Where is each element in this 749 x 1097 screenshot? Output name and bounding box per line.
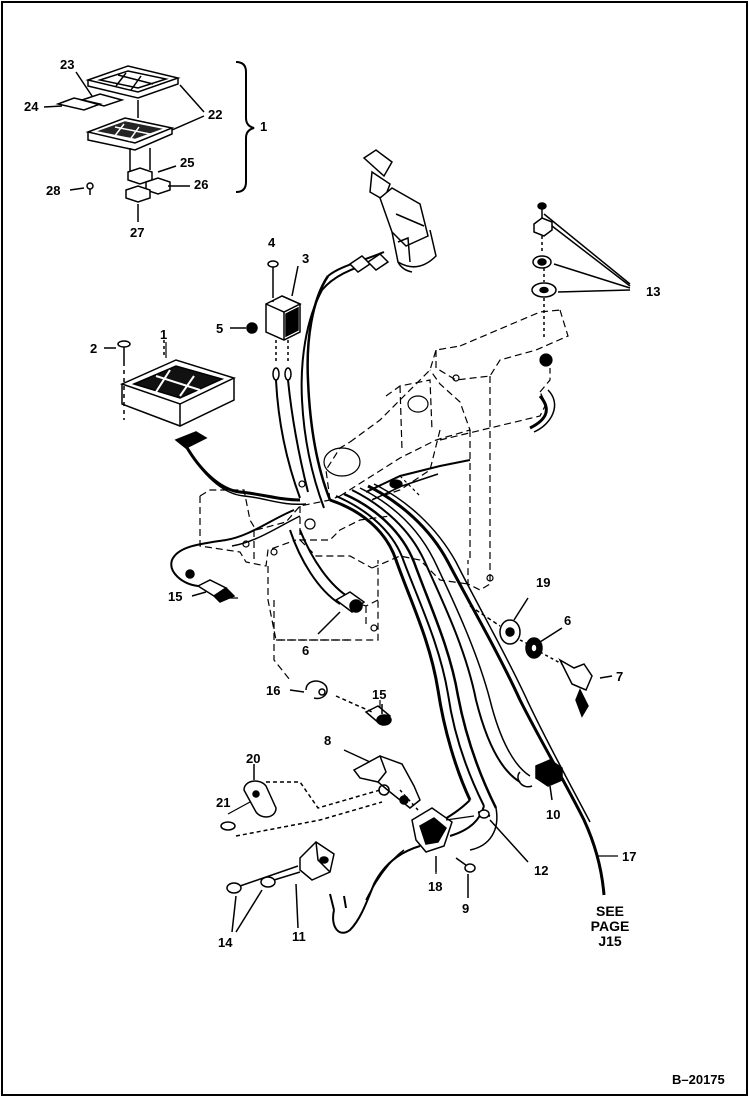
clip-and-bulb: [289, 680, 392, 726]
callout-8: 8: [324, 733, 332, 748]
switch-bracket-11: [226, 841, 335, 933]
washer-stack: [531, 202, 631, 340]
callout-16: 16: [266, 683, 281, 698]
key-switch-hardware: [469, 597, 613, 718]
relay-assembly: [230, 260, 309, 499]
key-switch-left: [317, 591, 366, 635]
callout-1-inset: 1: [260, 119, 268, 134]
connector-10: [517, 759, 563, 801]
callout-6-right: 6: [564, 613, 572, 628]
switch-panel-exploded-inset: [43, 61, 255, 222]
callout-18: 18: [428, 879, 443, 894]
callout-15-left: 15: [168, 589, 183, 604]
callout-4: 4: [268, 235, 276, 250]
leader-lines: [165, 342, 618, 874]
callout-26: 26: [194, 177, 209, 192]
callout-19: 19: [536, 575, 551, 590]
callout-17: 17: [622, 849, 637, 864]
callout-13: 13: [646, 284, 661, 299]
callout-5: 5: [216, 321, 224, 336]
joystick: [300, 149, 437, 509]
callout-28: 28: [46, 183, 61, 198]
callout-6-left: 6: [302, 643, 310, 658]
callout-7: 7: [616, 669, 624, 684]
callout-12: 12: [534, 863, 549, 878]
callout-20: 20: [246, 751, 261, 766]
callout-27: 27: [130, 225, 145, 240]
callout-25: 25: [180, 155, 195, 170]
callout-21: 21: [216, 795, 231, 810]
callout-23: 23: [60, 57, 75, 72]
see-page-note: SEE PAGE J15: [590, 903, 630, 949]
callout-11: 11: [292, 929, 306, 944]
figure-number: B–20175: [672, 1072, 725, 1087]
wire-harness: [170, 483, 606, 934]
bracket-assembly: [220, 749, 421, 837]
callout-10: 10: [546, 807, 561, 822]
callout-15-right: 15: [372, 687, 387, 702]
switch-panel-assembly: [104, 340, 307, 506]
callout-2: 2: [90, 341, 98, 356]
callout-24: 24: [24, 99, 39, 114]
callout-9: 9: [462, 901, 470, 916]
callout-14: 14: [218, 935, 233, 950]
callout-22: 22: [208, 107, 223, 122]
callout-1: 1: [160, 327, 168, 342]
seat-switch: [411, 807, 529, 898]
callout-3: 3: [302, 251, 310, 266]
